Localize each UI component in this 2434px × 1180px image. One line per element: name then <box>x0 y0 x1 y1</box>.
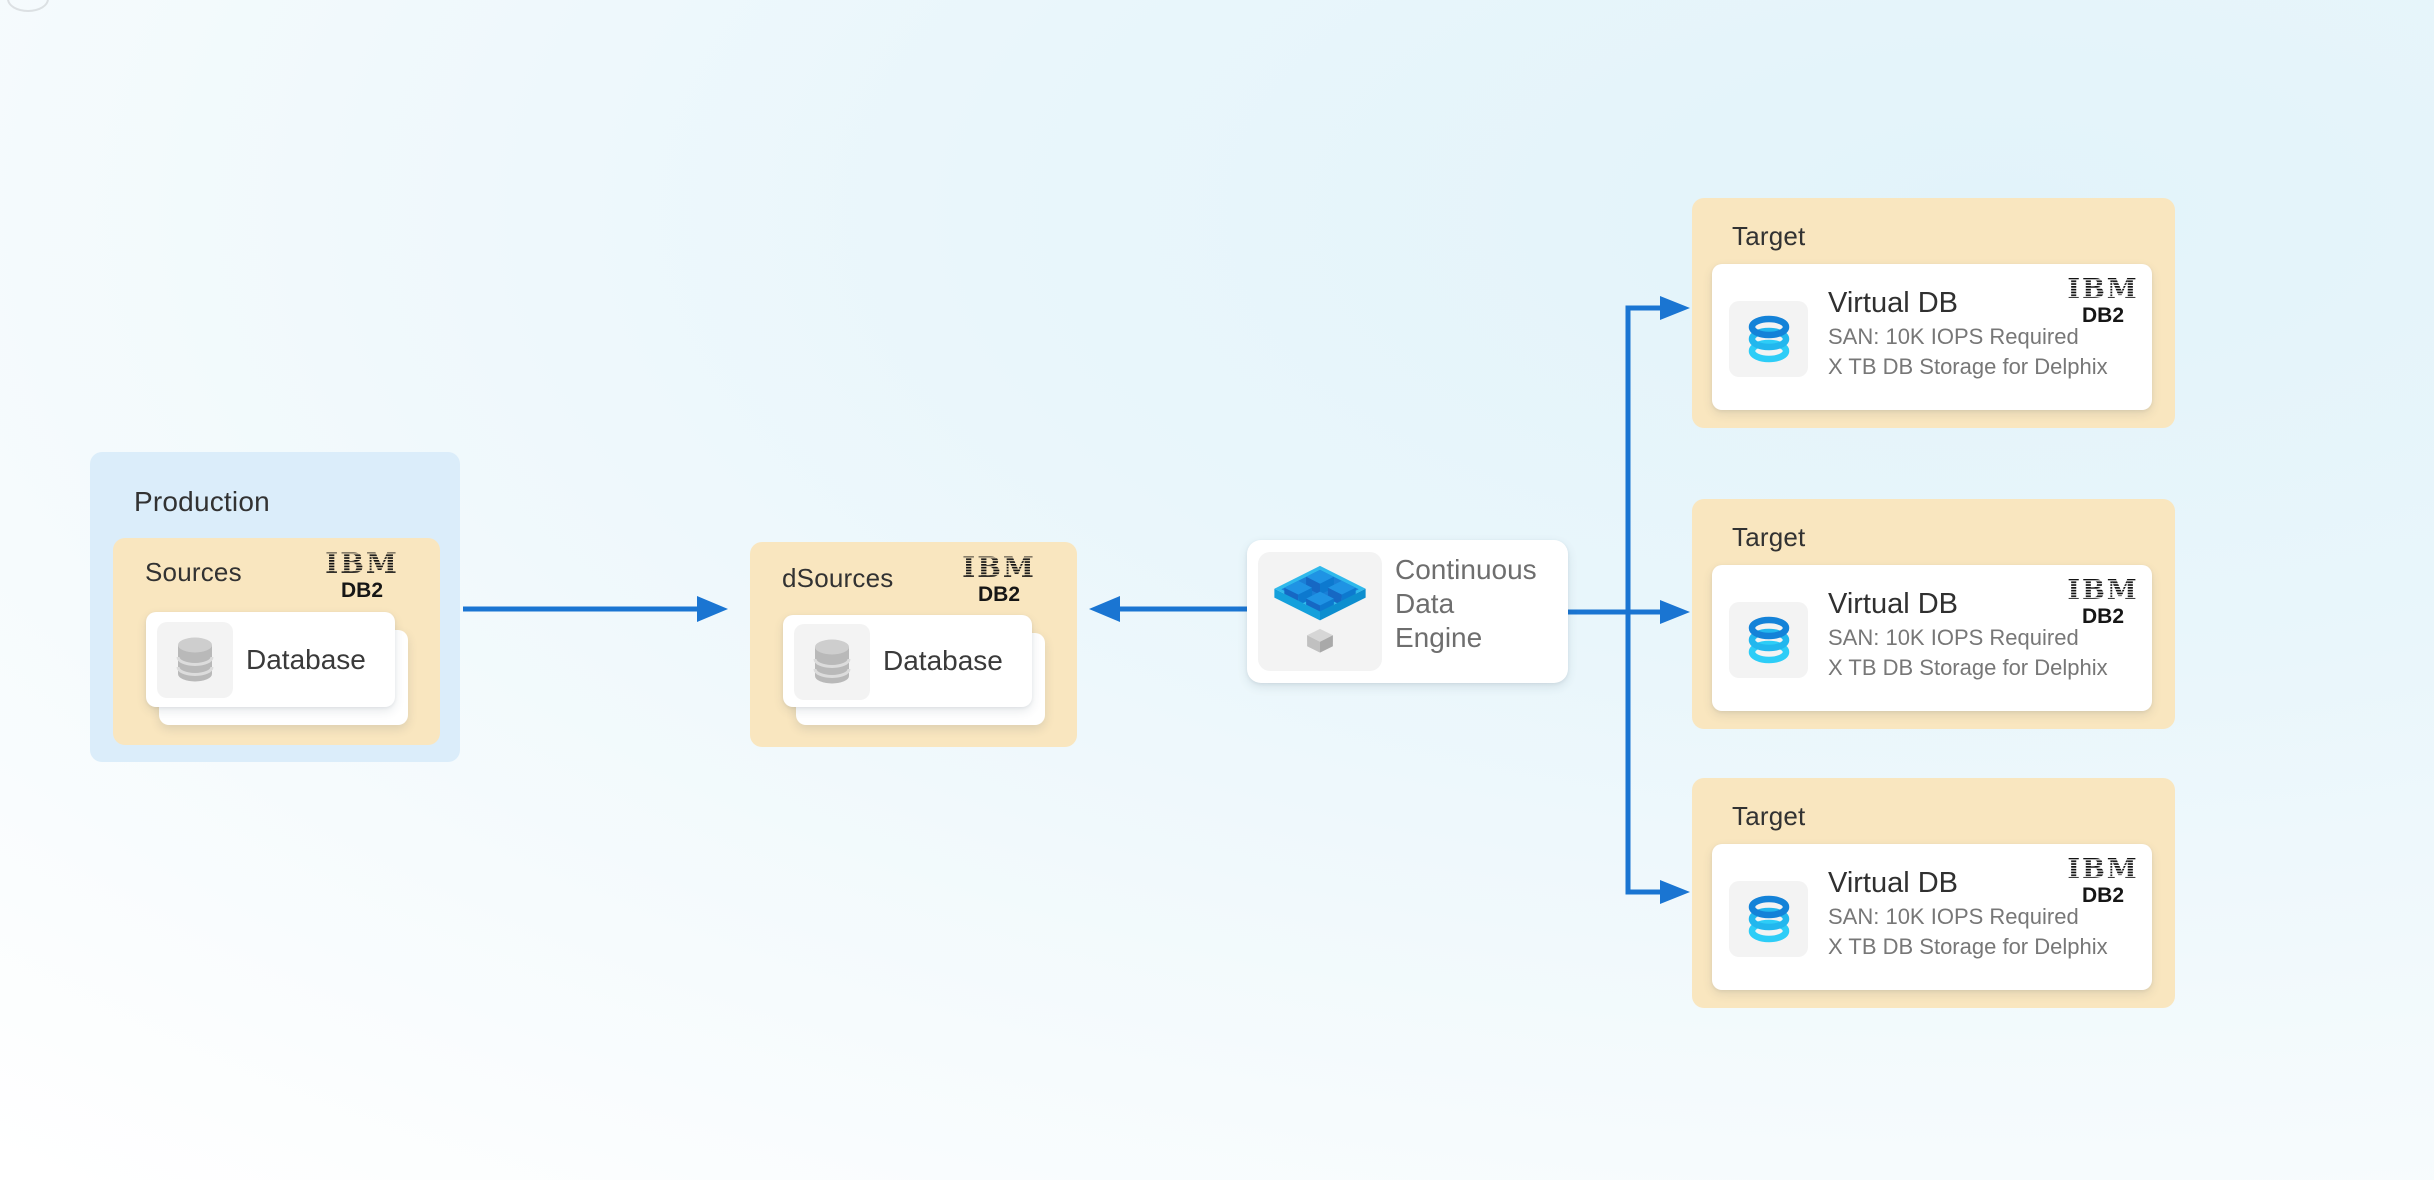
virtual-db-spec1: SAN: 10K IOPS Required <box>1828 625 2079 650</box>
virtual-db-spec2: X TB DB Storage for Delphix <box>1828 934 2108 959</box>
ibm-wordmark: IBM <box>962 551 1036 584</box>
database-icon <box>157 622 233 698</box>
target-label: Target <box>1732 221 1806 251</box>
ibm-wordmark: IBM <box>2068 854 2138 885</box>
engine-label-line: Continuous <box>1395 554 1537 585</box>
arrow-engine-to-dsources <box>1089 596 1247 622</box>
ibm-wordmark: IBM <box>325 547 399 580</box>
continuous-data-engine-card[interactable]: Continuous Data Engine <box>1247 540 1568 683</box>
virtual-db-text: Virtual DB SAN: 10K IOPS Required X TB D… <box>1828 585 2108 683</box>
database-label: Database <box>883 645 1003 676</box>
database-card[interactable]: Database <box>783 615 1032 707</box>
ibm-db2-logo: IBM DB2 <box>2068 575 2138 628</box>
corner-artifact <box>7 0 49 12</box>
virtual-db-title: Virtual DB <box>1828 588 1959 620</box>
ibm-wordmark: IBM <box>2068 274 2138 305</box>
db2-wordmark: DB2 <box>978 583 1020 606</box>
virtual-db-spec2: X TB DB Storage for Delphix <box>1828 354 2108 379</box>
virtual-db-card[interactable]: Virtual DB SAN: 10K IOPS Required X TB D… <box>1712 565 2152 711</box>
db2-wordmark: DB2 <box>341 579 383 602</box>
virtual-db-card[interactable]: Virtual DB SAN: 10K IOPS Required X TB D… <box>1712 844 2152 990</box>
arrow-engine-to-targets <box>1568 296 1690 904</box>
data-engine-icon <box>1258 552 1382 671</box>
virtual-db-icon <box>1729 881 1808 957</box>
ibm-db2-logo: IBM DB2 <box>2068 274 2138 327</box>
virtual-db-text: Virtual DB SAN: 10K IOPS Required X TB D… <box>1828 864 2108 962</box>
ibm-wordmark: IBM <box>2068 575 2138 606</box>
db2-wordmark: DB2 <box>2082 304 2124 327</box>
engine-label: Continuous Data Engine <box>1395 553 1537 655</box>
db2-wordmark: DB2 <box>2082 884 2124 907</box>
target-group-2[interactable]: Target Virtual DB SAN: 10K IOPS Required… <box>1692 499 2175 729</box>
virtual-db-spec2: X TB DB Storage for Delphix <box>1828 655 2108 680</box>
virtual-db-card[interactable]: Virtual DB SAN: 10K IOPS Required X TB D… <box>1712 264 2152 410</box>
dsources-label: dSources <box>782 563 894 593</box>
sources-label: Sources <box>145 557 242 587</box>
production-label: Production <box>134 486 270 517</box>
target-group-1[interactable]: Target Virtual DB SAN: 10K IOPS Required… <box>1692 198 2175 428</box>
dsources-group[interactable]: dSources IBM DB2 Database <box>750 542 1077 747</box>
virtual-db-icon <box>1729 602 1808 678</box>
arrow-production-to-dsources <box>463 596 728 622</box>
virtual-db-spec1: SAN: 10K IOPS Required <box>1828 324 2079 349</box>
virtual-db-spec1: SAN: 10K IOPS Required <box>1828 904 2079 929</box>
database-label: Database <box>246 643 366 675</box>
ibm-db2-logo: IBM DB2 <box>962 551 1036 606</box>
production-group[interactable]: Production Sources IBM DB2 Database <box>90 452 460 762</box>
database-card[interactable]: Database <box>146 612 395 707</box>
engine-label-line: Engine <box>1395 622 1483 653</box>
virtual-db-icon <box>1729 301 1808 377</box>
engine-label-line: Data <box>1395 588 1455 619</box>
database-icon <box>794 624 870 700</box>
target-group-3[interactable]: Target Virtual DB SAN: 10K IOPS Required… <box>1692 778 2175 1008</box>
ibm-db2-logo: IBM DB2 <box>325 547 399 602</box>
target-label: Target <box>1732 522 1806 552</box>
target-label: Target <box>1732 801 1806 831</box>
virtual-db-text: Virtual DB SAN: 10K IOPS Required X TB D… <box>1828 284 2108 382</box>
db2-wordmark: DB2 <box>2082 605 2124 628</box>
virtual-db-title: Virtual DB <box>1828 867 1959 899</box>
ibm-db2-logo: IBM DB2 <box>2068 854 2138 907</box>
sources-group[interactable]: Sources IBM DB2 Database <box>113 538 440 745</box>
virtual-db-title: Virtual DB <box>1828 287 1959 319</box>
